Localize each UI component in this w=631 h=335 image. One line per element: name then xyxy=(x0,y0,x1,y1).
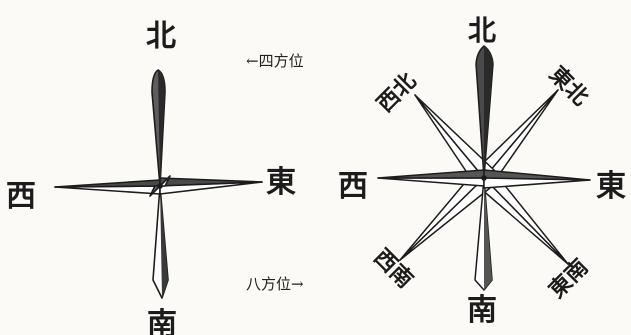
four-direction-caption: ←四方位 xyxy=(246,52,304,70)
four-south-label: 南 xyxy=(147,307,177,335)
eight-east-label: 東 xyxy=(596,169,626,204)
eight-northeast-label: 東北 xyxy=(544,61,594,111)
four-north-label: 北 xyxy=(146,19,176,54)
eight-northwest-label: 西北 xyxy=(372,68,422,118)
four-point-compass xyxy=(55,70,262,298)
eight-north-label: 北 xyxy=(468,14,496,47)
four-west-label: 西 xyxy=(6,179,36,214)
eight-west-label: 西 xyxy=(338,169,368,204)
four-east-label: 東 xyxy=(266,165,296,200)
eight-south-label: 南 xyxy=(467,293,497,328)
eight-west-arm xyxy=(378,178,484,186)
eight-direction-caption: 八方位→ xyxy=(246,275,304,293)
eight-southeast-label: 東南 xyxy=(544,254,594,304)
